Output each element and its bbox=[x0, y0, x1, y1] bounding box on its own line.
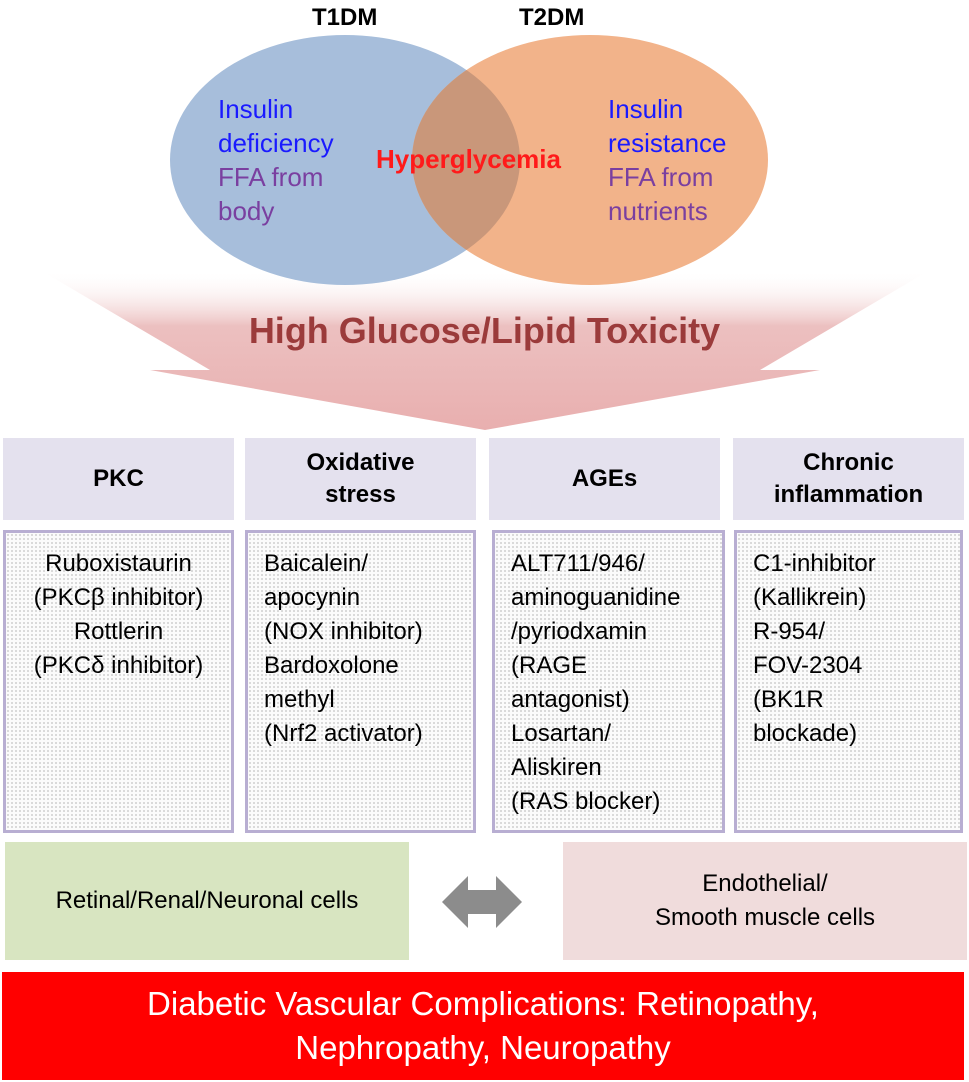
drug-item: FOV-2304 bbox=[753, 652, 863, 679]
drug-item: (Nrf2 activator) bbox=[264, 720, 423, 747]
pathway-box-inflammation: C1-inhibitor (Kallikrein) R-954/ FOV-230… bbox=[734, 530, 963, 833]
pathway-box-ages: ALT711/946/ aminoguanidine /pyriodxamin … bbox=[492, 530, 725, 833]
footer-line: Nephropathy, Neuropathy bbox=[295, 1029, 671, 1066]
drug-item: (RAS blocker) bbox=[511, 788, 661, 815]
header-line: AGEs bbox=[571, 465, 638, 492]
drug-item: (PKCδ inhibitor) bbox=[33, 652, 204, 679]
t2dm-circle bbox=[412, 35, 768, 285]
t2dm-text: Insulin resistance FFA from nutrients bbox=[608, 92, 727, 228]
drug-item: /pyriodxamin bbox=[511, 618, 648, 645]
drug-item: apocynin bbox=[264, 584, 361, 611]
drug-item: ALT711/946/ bbox=[511, 550, 645, 577]
t1dm-line: Insulin bbox=[218, 94, 294, 124]
header-line: PKC bbox=[93, 465, 144, 492]
drug-item: methyl bbox=[264, 686, 335, 713]
drug-item: Baicalein/ bbox=[264, 550, 369, 577]
header-line: Oxidative bbox=[306, 449, 415, 476]
t1dm-title: T1DM bbox=[312, 4, 378, 31]
venn-diagram bbox=[40, 35, 930, 430]
drug-item: blockade) bbox=[753, 720, 858, 747]
drug-item: C1-inhibitor bbox=[753, 550, 876, 577]
pathway-header-pkc: PKC bbox=[3, 438, 234, 520]
drug-item: Aliskiren bbox=[511, 754, 602, 781]
drug-item: aminoguanidine bbox=[511, 584, 681, 611]
t2dm-line: resistance bbox=[608, 128, 727, 158]
pathway-box-oxidative: Baicalein/ apocynin (NOX inhibitor) Bard… bbox=[245, 530, 476, 833]
t2dm-line: nutrients bbox=[608, 196, 708, 226]
cells-right-label: Endothelial/ bbox=[702, 870, 828, 897]
header-line: inflammation bbox=[773, 481, 924, 508]
t1dm-line: FFA from bbox=[218, 162, 324, 192]
drug-item: (BK1R bbox=[753, 686, 824, 713]
t1dm-circle bbox=[170, 35, 520, 285]
cells-right-box: Endothelial/ Smooth muscle cells bbox=[563, 842, 967, 960]
t2dm-line: FFA from bbox=[608, 162, 714, 192]
cells-left-box: Retinal/Renal/Neuronal cells bbox=[5, 842, 409, 960]
drug-item: (Kallikrein) bbox=[753, 584, 867, 611]
pathway-header-ages: AGEs bbox=[489, 438, 720, 520]
drug-item: (PKCβ inhibitor) bbox=[33, 584, 204, 611]
t1dm-line: body bbox=[218, 196, 275, 226]
drug-item: (RAGE bbox=[511, 652, 588, 679]
t2dm-title: T2DM bbox=[519, 4, 585, 31]
drug-item: Losartan/ bbox=[511, 720, 612, 747]
pathway-box-pkc: Ruboxistaurin (PKCβ inhibitor) Rottlerin… bbox=[3, 530, 234, 833]
footer-line: Diabetic Vascular Complications: Retinop… bbox=[147, 985, 819, 1022]
t2dm-line: Insulin bbox=[608, 94, 684, 124]
drug-item: Rottlerin bbox=[73, 618, 164, 645]
pathway-header-oxidative: Oxidative stress bbox=[245, 438, 476, 520]
header-line: stress bbox=[325, 481, 396, 508]
drug-item: Bardoxolone bbox=[264, 652, 399, 679]
down-arrow-icon bbox=[40, 270, 930, 430]
hyperglycemia-label: Hyperglycemia bbox=[376, 144, 561, 174]
drug-item: (NOX inhibitor) bbox=[264, 618, 423, 645]
drug-item: R-954/ bbox=[753, 618, 826, 645]
drug-item: Ruboxistaurin bbox=[45, 550, 192, 577]
complications-footer: Diabetic Vascular Complications: Retinop… bbox=[2, 972, 964, 1080]
toxicity-banner: High Glucose/Lipid Toxicity bbox=[248, 310, 721, 351]
cells-left-label: Retinal/Renal/Neuronal cells bbox=[55, 887, 359, 914]
t1dm-text: Insulin deficiency FFA from body bbox=[218, 92, 334, 228]
t1dm-line: deficiency bbox=[218, 128, 334, 158]
drug-item: antagonist) bbox=[511, 686, 630, 713]
pathway-header-inflammation: Chronic inflammation bbox=[733, 438, 964, 520]
double-arrow-icon bbox=[442, 876, 522, 928]
cells-right-label: Smooth muscle cells bbox=[654, 904, 876, 931]
header-line: Chronic bbox=[803, 449, 894, 476]
